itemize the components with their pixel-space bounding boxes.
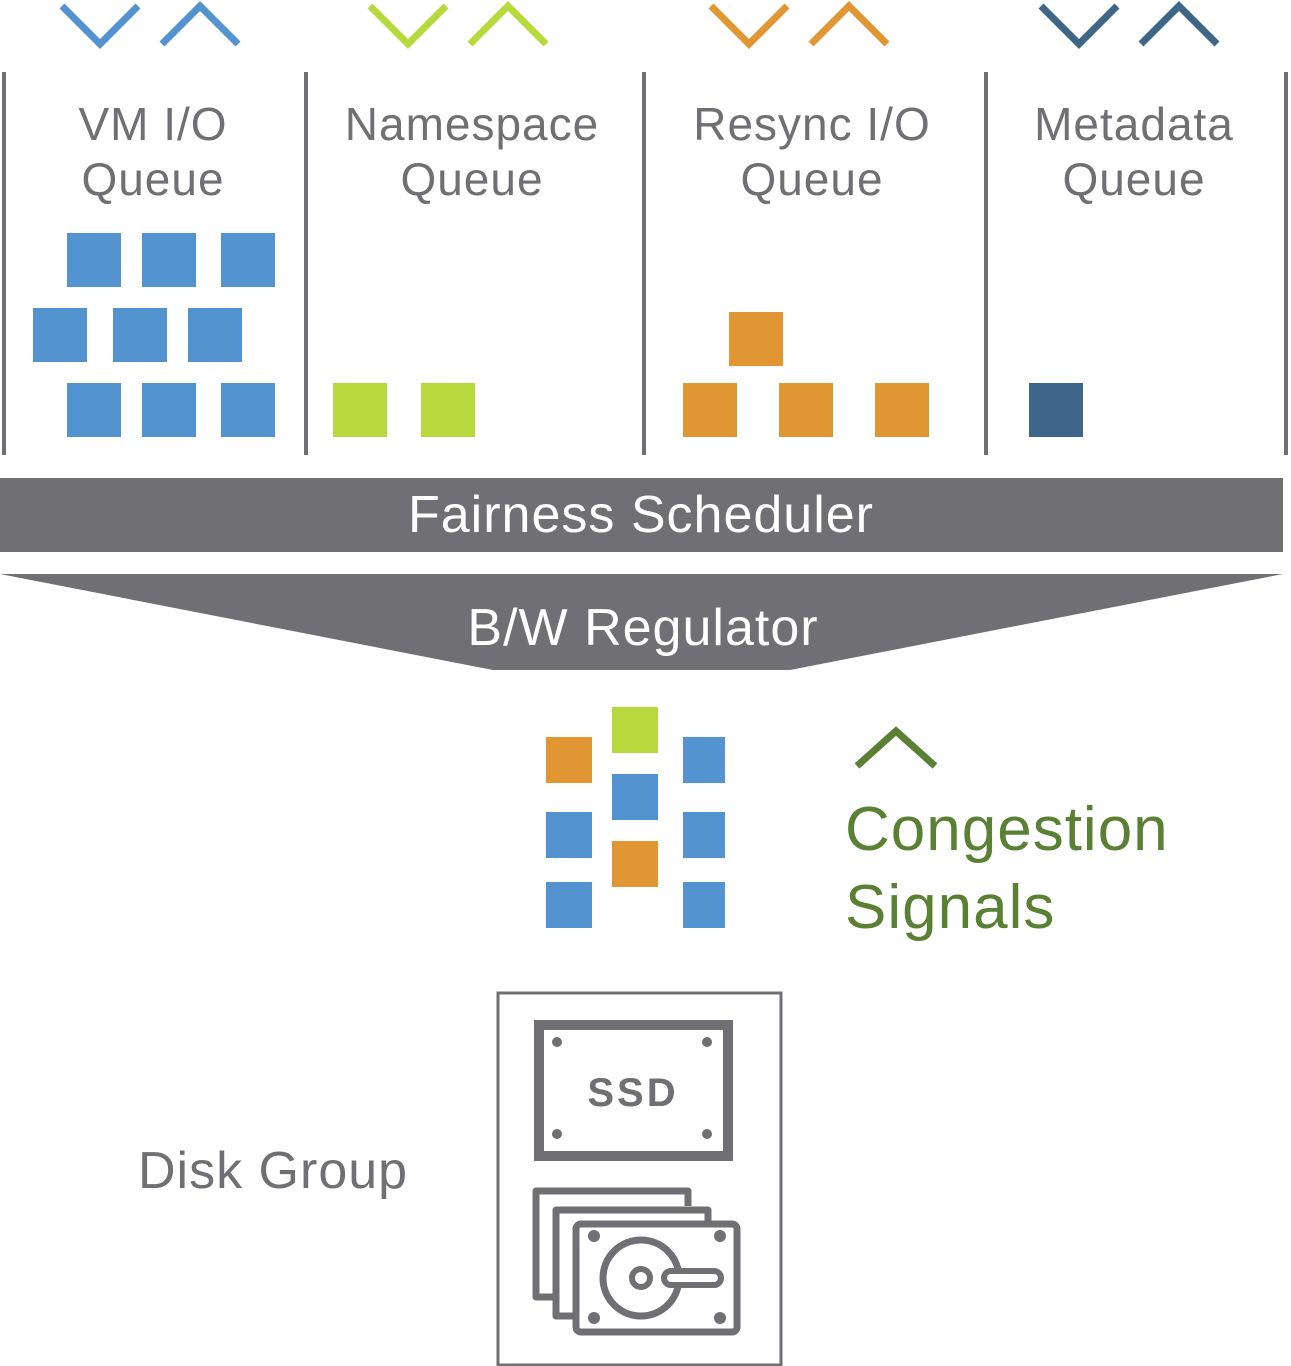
namespace-io-item	[333, 383, 387, 437]
namespace-queue-arrows	[367, 1, 549, 49]
vm-queue-arrows	[59, 1, 241, 49]
output-io-item	[612, 774, 658, 820]
vm-io-item	[33, 308, 87, 362]
bw-regulator-label: B/W Regulator	[467, 599, 818, 657]
resync-queue-label-line1: Resync I/O	[693, 98, 931, 150]
vm-queue-label-line2: Queue	[81, 153, 224, 205]
output-io-item	[683, 812, 725, 858]
output-io-item	[612, 707, 658, 753]
queue-arrows	[59, 1, 1220, 49]
metadata-queue-label-line2: Queue	[1062, 153, 1205, 205]
disk-group-label: Disk Group	[138, 1142, 408, 1200]
resync-io-item	[875, 383, 929, 437]
namespace-queue-items	[333, 383, 475, 437]
resync-io-item	[683, 383, 737, 437]
metadata-queue-items	[1029, 383, 1083, 437]
namespace-up-arrow-icon	[467, 1, 549, 47]
metadata-queue-arrows	[1038, 1, 1220, 49]
vm-down-arrow-icon	[59, 3, 141, 49]
disk-group-box	[496, 991, 783, 1366]
vm-queue-items	[33, 233, 275, 437]
namespace-queue-label-line2: Queue	[400, 153, 543, 205]
output-io-item	[612, 841, 658, 887]
disk-group: Disk Group SSD	[138, 991, 783, 1366]
output-io-stream	[546, 707, 725, 928]
vm-io-item	[113, 308, 167, 362]
resync-queue: Resync I/O Queue	[683, 98, 931, 437]
fairness-scheduler-bar	[0, 478, 1283, 552]
bw-regulator: B/W Regulator	[0, 574, 1283, 670]
vm-io-item	[67, 383, 121, 437]
output-io-item	[546, 737, 592, 783]
output-io-item	[546, 812, 592, 858]
ssd-label: SSD	[587, 1071, 678, 1115]
output-io-item	[683, 737, 725, 783]
vm-io-item	[221, 233, 275, 287]
vm-io-item	[221, 383, 275, 437]
congestion-label-line2: Signals	[845, 873, 1055, 942]
resync-up-arrow-icon	[808, 1, 890, 47]
namespace-queue: Namespace Queue	[333, 98, 599, 437]
bw-regulator-funnel	[0, 574, 1283, 670]
resync-io-item	[729, 312, 783, 366]
congestion-up-arrow-icon	[854, 726, 938, 769]
vm-io-item	[142, 383, 196, 437]
output-io-item	[546, 882, 592, 928]
resync-queue-items	[683, 312, 929, 437]
resync-down-arrow-icon	[708, 3, 790, 49]
congestion-label-line1: Congestion	[845, 795, 1169, 864]
resync-queue-arrows	[708, 1, 890, 49]
vm-queue-label-line1: VM I/O	[78, 98, 227, 150]
resync-io-item	[779, 383, 833, 437]
vm-up-arrow-icon	[159, 1, 241, 47]
fairness-scheduler-label: Fairness Scheduler	[408, 486, 874, 544]
vm-io-item	[142, 233, 196, 287]
vm-queue: VM I/O Queue	[33, 98, 275, 437]
metadata-up-arrow-icon	[1138, 1, 1220, 47]
fairness-scheduler: Fairness Scheduler	[0, 478, 1283, 552]
metadata-io-item	[1029, 383, 1083, 437]
metadata-down-arrow-icon	[1038, 3, 1120, 49]
hdd-stack-icon	[532, 1187, 741, 1336]
vm-io-item	[188, 308, 242, 362]
congestion-signals: Congestion Signals	[845, 726, 1169, 942]
namespace-down-arrow-icon	[367, 3, 449, 49]
resync-queue-label-line2: Queue	[740, 153, 883, 205]
queue-dividers	[2, 72, 1288, 455]
metadata-queue: Metadata Queue	[1029, 98, 1234, 437]
metadata-queue-label-line1: Metadata	[1034, 98, 1234, 150]
output-io-item	[683, 882, 725, 928]
ssd-icon: SSD	[534, 1020, 733, 1161]
namespace-queue-label-line1: Namespace	[345, 98, 599, 150]
namespace-io-item	[421, 383, 475, 437]
vm-io-item	[67, 233, 121, 287]
